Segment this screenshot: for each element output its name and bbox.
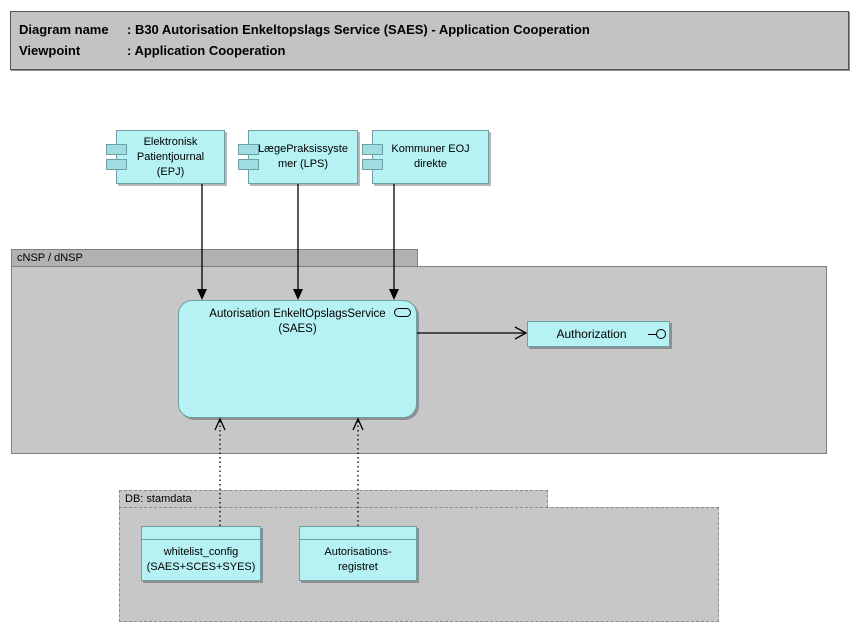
data-object-header-bar <box>142 527 260 540</box>
service-saes: Autorisation EnkeltOpslagsService (SAES) <box>178 300 417 418</box>
db-group-label: DB: stamdata <box>125 493 192 505</box>
diagram-name-label: Diagram name <box>19 22 109 37</box>
component-epj: Elektronisk Patientjournal (EPJ) <box>106 130 225 184</box>
service-saes-label: Autorisation EnkeltOpslagsService (SAES) <box>209 308 386 335</box>
data-object-whitelist-label: whitelist_config (SAES+SCES+SYES) <box>146 546 256 573</box>
component-kommuner-label: Kommuner EOJ direkte <box>391 143 470 170</box>
data-object-autorisationsregistret: Autorisations- registret <box>299 526 417 581</box>
uml-component-tabs-icon <box>106 159 127 170</box>
viewpoint-label: Viewpoint <box>19 43 81 58</box>
uml-component-tabs-icon <box>362 159 383 170</box>
db-group-tab: DB: stamdata <box>119 490 548 508</box>
component-epj-label: Elektronisk Patientjournal (EPJ) <box>136 135 205 178</box>
interface-authorization: Authorization <box>527 321 670 347</box>
data-object-autoreg-label: Autorisations- registret <box>324 546 392 573</box>
lollipop-interface-icon <box>648 329 666 339</box>
component-lps-label: LægePraksissyste mer (LPS) <box>258 143 348 170</box>
interface-authorization-label: Authorization <box>556 327 627 341</box>
component-kommuner: Kommuner EOJ direkte <box>362 130 489 184</box>
uml-component-tabs-icon <box>362 144 383 155</box>
viewpoint-line: Viewpoint : Application Cooperation <box>19 40 848 61</box>
data-object-whitelist-config: whitelist_config (SAES+SCES+SYES) <box>141 526 261 581</box>
lollipop-line <box>648 333 656 335</box>
data-object-header-bar <box>300 527 416 540</box>
rounded-ellipse-service-icon <box>394 308 411 317</box>
diagram-name-line: Diagram name : B30 Autorisation Enkeltops… <box>19 19 848 40</box>
uml-component-tabs-icon <box>106 144 127 155</box>
nsp-group-label: cNSP / dNSP <box>17 252 83 264</box>
component-lps: LægePraksissyste mer (LPS) <box>238 130 358 184</box>
uml-component-tabs-icon <box>238 144 259 155</box>
nsp-group-body <box>11 266 827 454</box>
viewpoint-value: : Application Cooperation <box>127 43 286 58</box>
uml-component-tabs-icon <box>238 159 259 170</box>
nsp-group-tab: cNSP / dNSP <box>11 249 418 267</box>
lollipop-circle <box>656 329 666 339</box>
diagram-title-block: Diagram name : B30 Autorisation Enkeltops… <box>10 11 849 70</box>
diagram-name-value: : B30 Autorisation Enkeltopslags Service… <box>127 22 590 37</box>
